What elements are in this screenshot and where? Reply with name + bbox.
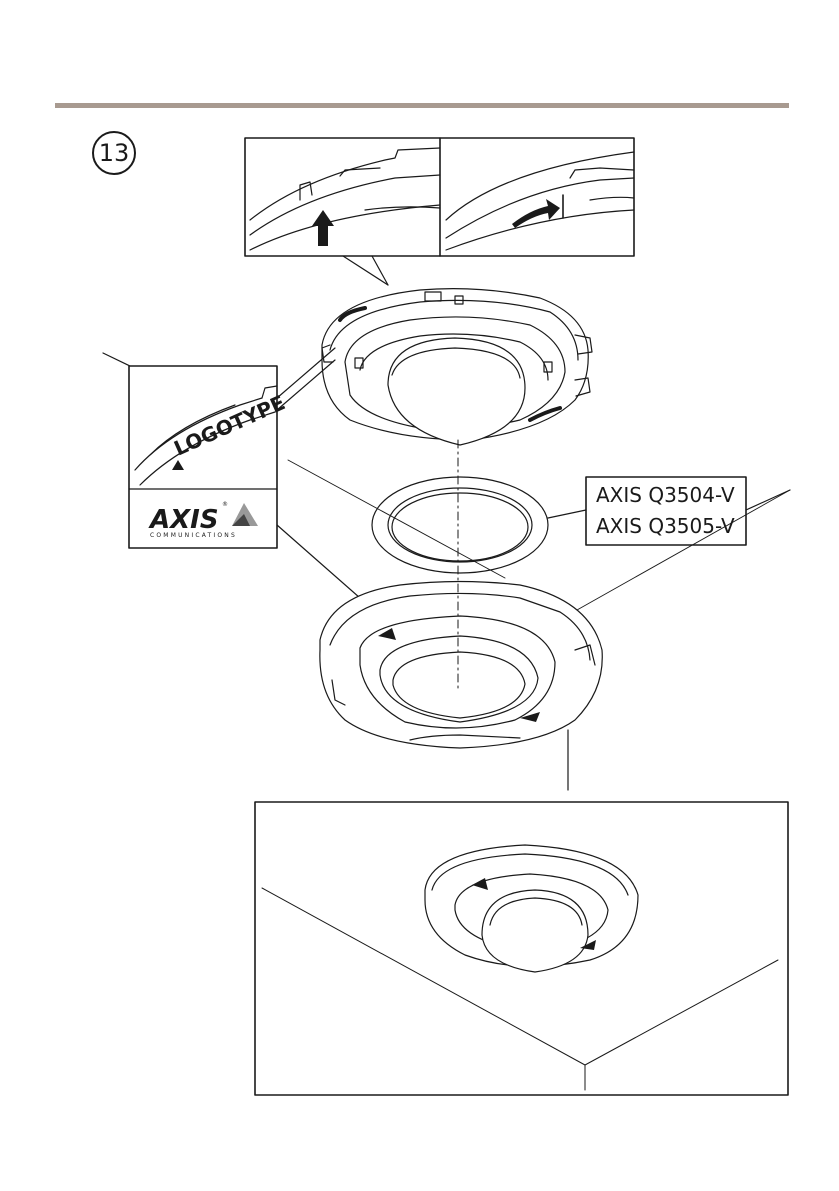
axis-logo-subtitle: COMMUNICATIONS: [150, 532, 237, 539]
model-label-1: AXIS Q3504-V: [596, 483, 735, 507]
registered-mark: ®: [222, 501, 228, 508]
installed-view: [255, 802, 788, 1095]
camera-cover: [320, 582, 602, 791]
gasket-ring: [288, 460, 548, 578]
model-label-2: AXIS Q3505-V: [596, 514, 735, 538]
detail-box-rotation: [245, 138, 634, 285]
axis-logo-wordmark: AXIS: [148, 505, 219, 535]
camera-base: [322, 289, 592, 445]
model-callout: AXIS Q3504-V AXIS Q3505-V: [548, 477, 790, 610]
